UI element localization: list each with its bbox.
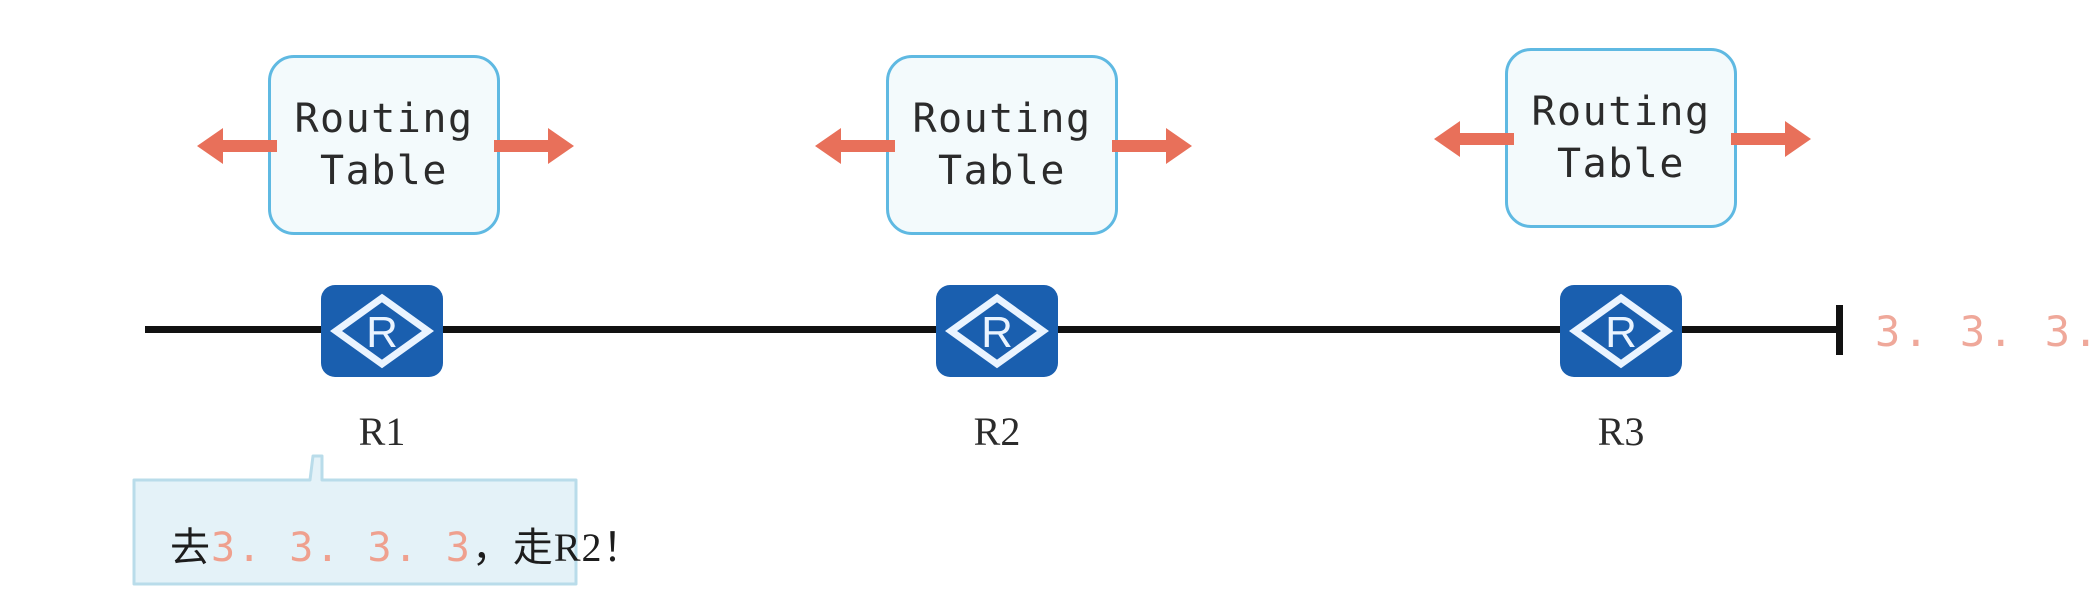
arrow-right-icon-2 — [1112, 128, 1192, 164]
router-label-r2: R2 — [973, 409, 1021, 454]
routing-table-box-1[interactable]: Routing Table — [268, 55, 500, 235]
destination-ip-label: 3. 3. 3. 3 — [1875, 307, 2094, 356]
router-icon-r3[interactable]: R — [1560, 285, 1682, 377]
svg-text:R: R — [981, 308, 1013, 357]
callout-middle: ，走 — [471, 525, 554, 571]
router-label-r1: R1 — [358, 409, 406, 454]
router-icon-r2[interactable]: R — [936, 285, 1058, 377]
routing-table-label-line1: Routing — [294, 96, 474, 142]
routing-table-box-2[interactable]: Routing Table — [886, 55, 1118, 235]
routing-table-label-line1: Routing — [912, 96, 1092, 142]
router-icon-r1[interactable]: R — [321, 285, 443, 377]
arrow-right-icon-1 — [494, 128, 574, 164]
callout-message: 去3. 3. 3. 3，走R2！ — [170, 515, 644, 573]
router-label-r3: R3 — [1597, 409, 1645, 454]
callout-bubble — [132, 454, 578, 586]
callout-target: R2 — [553, 525, 603, 570]
routing-table-label-line1: Routing — [1531, 89, 1711, 135]
callout-ip: 3. 3. 3. 3 — [211, 525, 472, 571]
callout-suffix: ！ — [602, 525, 644, 571]
routing-table-label-line2: Table — [1557, 141, 1685, 187]
routing-table-label-line2: Table — [938, 148, 1066, 194]
svg-text:R: R — [1605, 308, 1637, 357]
line-terminator-bar — [1836, 305, 1843, 355]
arrow-left-icon-1 — [197, 128, 277, 164]
arrow-left-icon-3 — [1434, 121, 1514, 157]
arrow-left-icon-2 — [815, 128, 895, 164]
routing-table-box-3[interactable]: Routing Table — [1505, 48, 1737, 228]
arrow-right-icon-3 — [1731, 121, 1811, 157]
svg-text:R: R — [366, 308, 398, 357]
routing-table-label-line2: Table — [320, 148, 448, 194]
callout-prefix: 去 — [170, 525, 211, 571]
